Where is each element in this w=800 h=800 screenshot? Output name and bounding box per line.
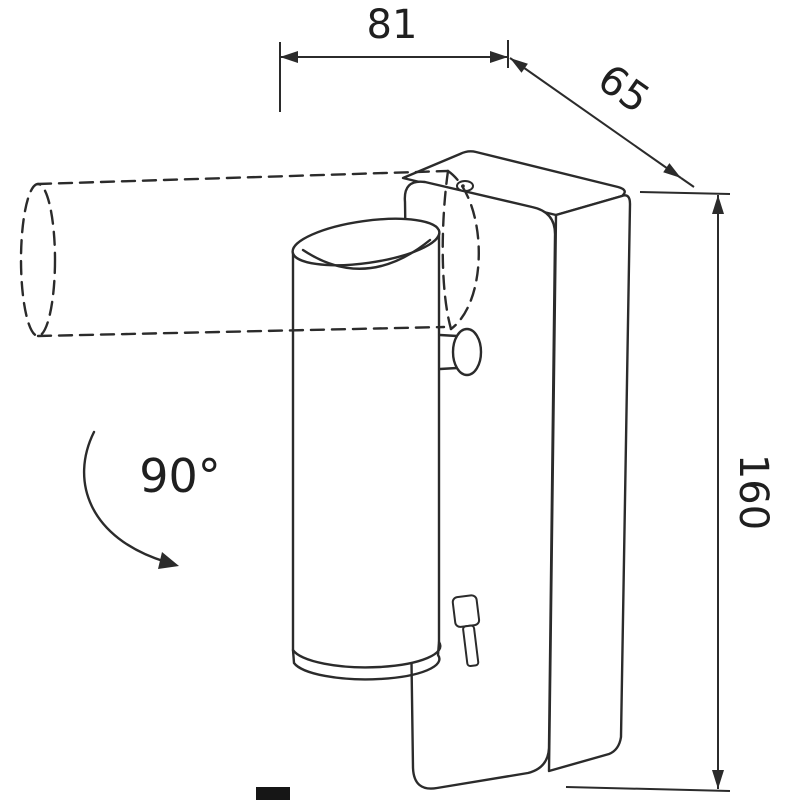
dimension-height: 160	[565, 191, 776, 792]
lamp-head-cylinder	[291, 217, 442, 681]
cylinder-inner-wall	[301, 238, 432, 270]
cylinder-body	[291, 230, 442, 669]
rotation-arrow	[82, 430, 168, 564]
plate-front-face	[403, 180, 557, 790]
depth-dimension-label: 65	[589, 56, 657, 123]
power-switch	[451, 594, 481, 667]
wall-plate	[401, 150, 632, 790]
width-dimension-label: 81	[367, 2, 418, 48]
rotation-angle-label: 90°	[139, 449, 221, 503]
pivot-knob	[438, 327, 483, 377]
cylinder-bottom-rim	[291, 640, 441, 681]
cylinder-top-rim	[291, 217, 441, 267]
rotation-arrowhead-icon	[158, 552, 179, 569]
dimension-width: 81	[279, 2, 509, 112]
height-dimension-label: 160	[730, 454, 776, 530]
plate-side-face	[547, 194, 632, 773]
rotated-position-outline	[19, 169, 480, 338]
switch-lever	[462, 624, 480, 667]
switch-housing	[451, 594, 481, 628]
rotation-annotation: 90°	[82, 430, 221, 569]
bottom-edge-mark	[256, 787, 290, 800]
